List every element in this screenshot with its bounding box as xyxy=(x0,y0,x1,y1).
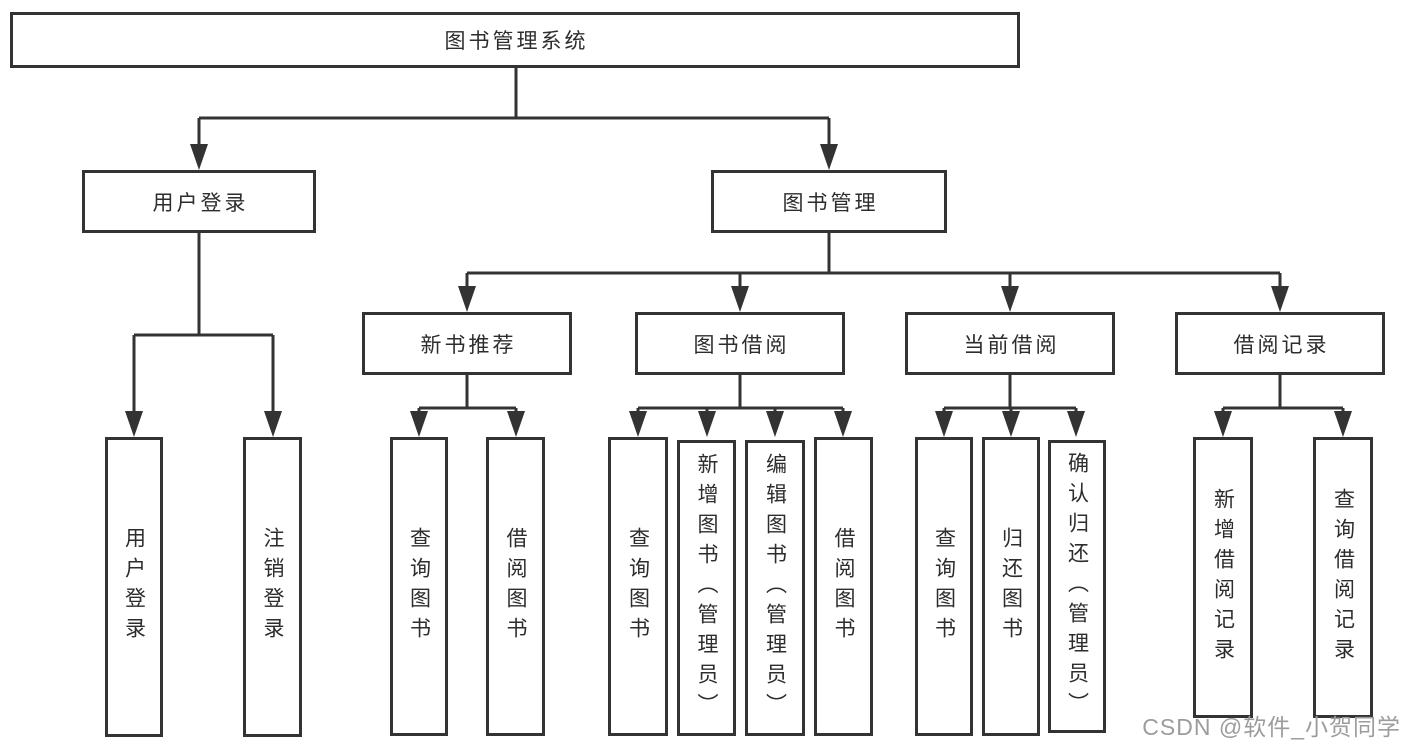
node-label: 查询图书 xyxy=(932,526,956,647)
node-borrow-records: 借阅记录 xyxy=(1175,312,1385,375)
leaf-query-books-recommend: 查询图书 xyxy=(390,437,448,736)
node-label: 用户登录 xyxy=(122,527,146,647)
csdn-watermark: CSDN @软件_小贺同学 xyxy=(1142,714,1401,740)
node-label: 借阅图书 xyxy=(832,526,855,647)
node-label: 编辑图书（管理员） xyxy=(763,453,787,723)
node-label: 查询图书 xyxy=(407,526,431,647)
leaf-edit-books-admin: 编辑图书（管理员） xyxy=(745,440,805,736)
node-label: 当前借阅 xyxy=(963,333,1060,357)
node-label: 归还图书 xyxy=(999,526,1023,647)
leaf-return-books: 归还图书 xyxy=(982,437,1040,736)
node-label: 用户登录 xyxy=(152,191,249,215)
leaf-confirm-return-admin: 确认归还（管理员） xyxy=(1048,440,1106,733)
leaf-user-login: 用户登录 xyxy=(105,437,163,737)
node-label: 新增图书（管理员） xyxy=(695,453,718,723)
node-label: 图书管理系统 xyxy=(444,30,589,53)
node-book-management: 图书管理 xyxy=(711,170,947,233)
node-current-borrow: 当前借阅 xyxy=(905,312,1115,375)
node-label: 查询图书 xyxy=(626,526,650,647)
node-label: 新增借阅记录 xyxy=(1211,487,1235,668)
leaf-borrow-books-recommend: 借阅图书 xyxy=(486,437,545,736)
leaf-add-borrow-record: 新增借阅记录 xyxy=(1193,437,1253,718)
leaf-add-books-admin: 新增图书（管理员） xyxy=(677,440,736,736)
node-label: 借阅图书 xyxy=(504,526,527,647)
leaf-query-borrow-record: 查询借阅记录 xyxy=(1313,437,1373,718)
leaf-borrow-books-borrow: 借阅图书 xyxy=(814,437,873,736)
leaf-query-books-current: 查询图书 xyxy=(915,437,973,736)
node-label: 图书管理 xyxy=(782,191,879,215)
node-label: 查询借阅记录 xyxy=(1331,487,1355,668)
node-label: 确认归还（管理员） xyxy=(1065,451,1089,722)
node-label: 注销登录 xyxy=(261,527,284,647)
node-label: 图书借阅 xyxy=(693,333,790,357)
node-new-book-recommend: 新书推荐 xyxy=(362,312,572,375)
leaf-logout: 注销登录 xyxy=(243,437,302,737)
node-label: 借阅记录 xyxy=(1233,333,1330,357)
node-book-borrow: 图书借阅 xyxy=(635,312,845,375)
node-user-login: 用户登录 xyxy=(82,170,316,233)
leaf-query-books-borrow: 查询图书 xyxy=(608,437,668,736)
node-root: 图书管理系统 xyxy=(10,12,1020,68)
node-label: 新书推荐 xyxy=(420,333,517,357)
